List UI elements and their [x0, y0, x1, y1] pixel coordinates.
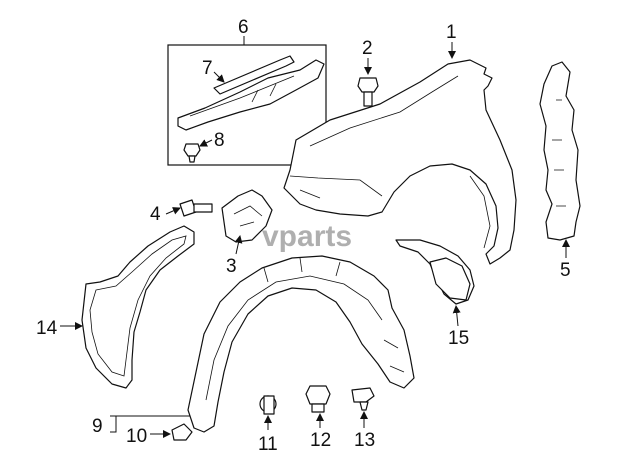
part-15-shield — [395, 239, 475, 305]
part-1-fender — [283, 59, 517, 265]
callout-4: 4 — [150, 204, 161, 225]
part-3-bracket — [221, 189, 273, 243]
leader-7 — [213, 71, 225, 83]
part-10-clip — [171, 423, 193, 441]
callout-12: 12 — [310, 430, 331, 451]
part-4-bolt — [179, 199, 213, 217]
callout-10: 10 — [126, 426, 147, 447]
watermark-text: vparts — [262, 220, 352, 253]
callout-5: 5 — [560, 260, 571, 281]
part-12-nut — [305, 385, 331, 413]
callout-14: 14 — [36, 318, 58, 339]
part-8-clip — [183, 143, 201, 163]
callout-8: 8 — [214, 130, 225, 151]
leader-3 — [234, 235, 243, 255]
part-5-brace — [539, 61, 581, 241]
callout-9: 9 — [92, 416, 103, 437]
leader-15 — [452, 305, 461, 327]
leader-8 — [199, 139, 213, 147]
part-6-bracket — [177, 59, 325, 131]
callout-2: 2 — [362, 38, 373, 59]
callout-15: 15 — [448, 328, 469, 349]
part-14-seal — [81, 225, 195, 389]
part-2-bolt — [357, 77, 379, 107]
part-7-seal — [213, 55, 295, 95]
callout-3: 3 — [226, 256, 237, 277]
callout-11: 11 — [258, 434, 278, 455]
part-11-fastener — [259, 395, 277, 415]
kit-box-6 — [167, 44, 327, 166]
leader-9 — [110, 415, 190, 433]
part-13-pin — [351, 387, 375, 411]
callout-1: 1 — [446, 22, 457, 43]
leader-4 — [165, 207, 181, 215]
part-9-liner — [187, 255, 415, 433]
callout-13: 13 — [354, 430, 375, 451]
callout-6: 6 — [238, 17, 249, 38]
callout-7: 7 — [202, 58, 213, 79]
